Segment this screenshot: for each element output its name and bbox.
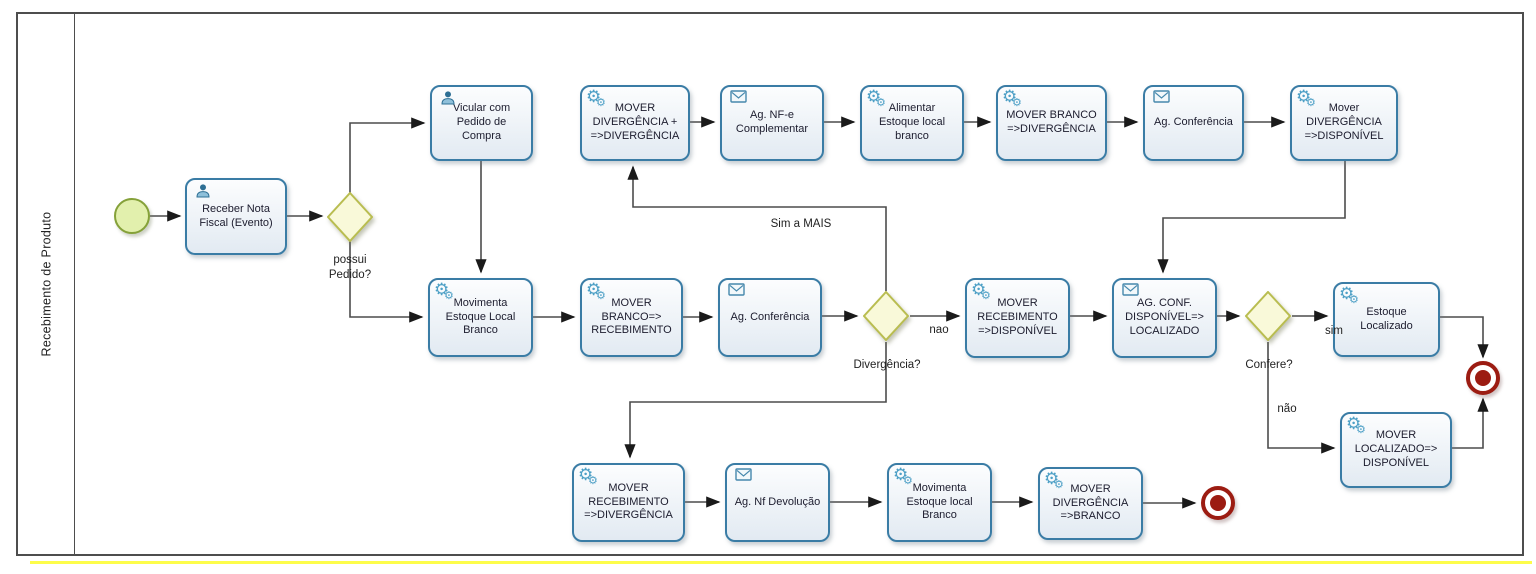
gear-icon: ⚙⚙ <box>578 465 598 487</box>
user-icon <box>191 183 215 205</box>
task-label: MOVER BRANCO =>DIVERGÊNCIA <box>1006 109 1097 135</box>
pool-recebimento[interactable]: Recebimento de Produto <box>16 12 1524 556</box>
pool-label-band: Recebimento de Produto <box>18 14 75 554</box>
gateway-label-divergencia: Divergência? <box>853 359 921 371</box>
end-event-main[interactable] <box>1466 361 1500 395</box>
task-receber-nota-fiscal[interactable]: Receber Nota Fiscal (Evento) <box>185 178 287 255</box>
envelope-icon <box>1149 90 1173 112</box>
gear-icon: ⚙⚙ <box>1296 87 1316 109</box>
end-event-devolucao[interactable] <box>1201 486 1235 520</box>
task-label: Ag. Conferência <box>1154 116 1233 129</box>
gear-icon: ⚙⚙ <box>586 280 606 302</box>
task-label: MOVER RECEBIMENTO =>DISPONÍVEL <box>977 297 1058 337</box>
task-label: MOVER LOCALIZADO=> DISPONÍVEL <box>1354 429 1438 469</box>
task-label: MOVER RECEBIMENTO =>DIVERGÊNCIA <box>584 481 673 522</box>
flow-label-sim: sim <box>1325 325 1343 337</box>
task-mover-divergencia-disponivel[interactable]: ⚙⚙ Mover DIVERGÊNCIA =>DISPONÍVEL <box>1290 85 1398 161</box>
task-label: MOVER DIVERGÊNCIA =>BRANCO <box>1052 482 1129 523</box>
task-label: Movimenta Estoque Local Branco <box>445 296 516 337</box>
task-estoque-localizado[interactable]: ⚙⚙ Estoque Localizado <box>1333 282 1440 357</box>
task-label: MOVER DIVERGÊNCIA + =>DIVERGÊNCIA <box>590 102 680 142</box>
gear-icon: ⚙⚙ <box>1002 87 1022 109</box>
gear-icon: ⚙⚙ <box>586 87 606 109</box>
gateway-label-possui-pedido: possui Pedido? <box>328 254 372 281</box>
gear-icon: ⚙⚙ <box>866 87 886 109</box>
gear-icon: ⚙⚙ <box>971 280 991 302</box>
task-label: Vicular com Pedido de Compra <box>452 102 511 142</box>
user-icon <box>436 90 460 112</box>
task-vicular-com-pedido[interactable]: Vicular com Pedido de Compra <box>430 85 533 161</box>
envelope-icon <box>726 90 750 112</box>
task-label: Alimentar Estoque local branco <box>878 102 946 142</box>
gear-icon: ⚙⚙ <box>1339 284 1359 306</box>
task-label: Mover DIVERGÊNCIA =>DISPONÍVEL <box>1304 102 1384 142</box>
task-label: Ag. Conferência <box>730 310 810 323</box>
task-ag-conf-disponivel-localizado[interactable]: AG. CONF. DISPONÍVEL=> LOCALIZADO <box>1112 278 1217 358</box>
flow-label-nao-2: não <box>1277 403 1297 415</box>
flow-label-nao: nao <box>929 324 949 336</box>
task-label: AG. CONF. DISPONÍVEL=> LOCALIZADO <box>1125 297 1204 337</box>
task-label: Ag. NF-e Complementar <box>735 109 809 135</box>
task-label: MOVER BRANCO=> RECEBIMENTO <box>591 296 672 337</box>
task-ag-conferencia-mid[interactable]: Ag. Conferência <box>718 278 822 357</box>
task-mover-branco-recebimento[interactable]: ⚙⚙ MOVER BRANCO=> RECEBIMENTO <box>580 278 683 357</box>
task-label: Ag. Nf Devolução <box>734 495 821 508</box>
task-mover-divergencia-plus[interactable]: ⚙⚙ MOVER DIVERGÊNCIA + =>DIVERGÊNCIA <box>580 85 690 161</box>
gear-icon: ⚙⚙ <box>893 465 913 487</box>
task-mover-recebimento-disponivel[interactable]: ⚙⚙ MOVER RECEBIMENTO =>DISPONÍVEL <box>965 278 1070 358</box>
pool-label: Recebimento de Produto <box>39 211 54 357</box>
task-movimenta-estoque-local-2[interactable]: ⚙⚙ Movimenta Estoque local Branco <box>887 463 992 542</box>
envelope-icon <box>731 468 755 490</box>
yellow-highlight-line <box>30 561 1532 564</box>
task-mover-branco-divergencia[interactable]: ⚙⚙ MOVER BRANCO =>DIVERGÊNCIA <box>996 85 1107 161</box>
gear-icon: ⚙⚙ <box>434 280 454 302</box>
task-mover-localizado-disponivel[interactable]: ⚙⚙ MOVER LOCALIZADO=> DISPONÍVEL <box>1340 412 1452 488</box>
envelope-icon <box>1118 283 1142 305</box>
start-event[interactable] <box>114 198 150 234</box>
task-alimentar-estoque[interactable]: ⚙⚙ Alimentar Estoque local branco <box>860 85 964 161</box>
gateway-label-confere: Confere? <box>1245 359 1293 371</box>
task-label: Movimenta Estoque local Branco <box>906 481 973 522</box>
task-ag-nf-devolucao[interactable]: Ag. Nf Devolução <box>725 463 830 542</box>
gateway-divergencia[interactable] <box>862 290 910 342</box>
task-mover-divergencia-branco[interactable]: ⚙⚙ MOVER DIVERGÊNCIA =>BRANCO <box>1038 467 1143 540</box>
gear-icon: ⚙⚙ <box>1346 414 1366 436</box>
task-mover-recebimento-divergencia[interactable]: ⚙⚙ MOVER RECEBIMENTO =>DIVERGÊNCIA <box>572 463 685 542</box>
gear-icon: ⚙⚙ <box>1044 469 1064 491</box>
envelope-icon <box>724 283 748 305</box>
task-movimenta-estoque-local[interactable]: ⚙⚙ Movimenta Estoque Local Branco <box>428 278 533 357</box>
gateway-confere[interactable] <box>1244 290 1292 342</box>
task-label: Estoque Localizado <box>1360 305 1413 332</box>
task-ag-conferencia-top[interactable]: Ag. Conferência <box>1143 85 1244 161</box>
task-ag-nfe-complementar[interactable]: Ag. NF-e Complementar <box>720 85 824 161</box>
task-label: Receber Nota Fiscal (Evento) <box>199 202 273 229</box>
flow-label-sim-a-mais: Sim a MAIS <box>770 218 832 230</box>
gateway-possui-pedido[interactable] <box>326 191 374 243</box>
